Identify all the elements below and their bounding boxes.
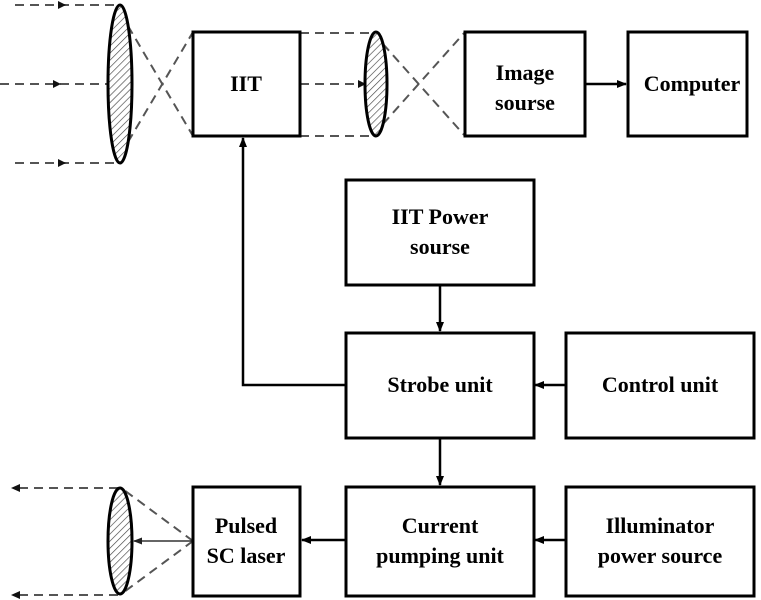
relay-rays bbox=[300, 31, 466, 137]
block-label: power source bbox=[598, 543, 723, 568]
block-label: Strobe unit bbox=[387, 372, 493, 397]
relay-lens bbox=[363, 30, 389, 138]
block-iit: IIT bbox=[191, 30, 302, 138]
objective-lens bbox=[106, 3, 134, 165]
block-pulsed-sc-laser: Pulsed SC laser bbox=[191, 485, 302, 598]
illuminator-lens bbox=[106, 486, 134, 596]
block-label: Pulsed bbox=[215, 513, 277, 538]
block-control-unit: Control unit bbox=[564, 331, 756, 440]
block-label: Control unit bbox=[602, 372, 719, 397]
block-illuminator-power-source: Illuminator power source bbox=[564, 485, 756, 598]
block-label: Computer bbox=[644, 71, 741, 96]
block-label: sourse bbox=[410, 234, 470, 259]
block-label: sourse bbox=[495, 90, 555, 115]
incoming-rays bbox=[0, 1, 194, 167]
block-label: SC laser bbox=[207, 543, 286, 568]
block-strobe-unit: Strobe unit bbox=[344, 331, 536, 440]
block-current-pumping-unit: Current pumping unit bbox=[344, 485, 536, 598]
connectors bbox=[239, 80, 627, 544]
block-label: IIT Power bbox=[392, 204, 489, 229]
block-label: Current bbox=[402, 513, 479, 538]
laser-output-rays bbox=[11, 484, 194, 599]
block-image-source: Image sourse bbox=[463, 30, 587, 138]
block-computer: Computer bbox=[626, 30, 749, 138]
block-label: pumping unit bbox=[376, 543, 504, 568]
block-label: IIT bbox=[230, 71, 262, 96]
block-iit-power-source: IIT Power sourse bbox=[344, 178, 536, 287]
block-label: Illuminator bbox=[606, 513, 715, 538]
block-label: Image bbox=[496, 60, 555, 85]
